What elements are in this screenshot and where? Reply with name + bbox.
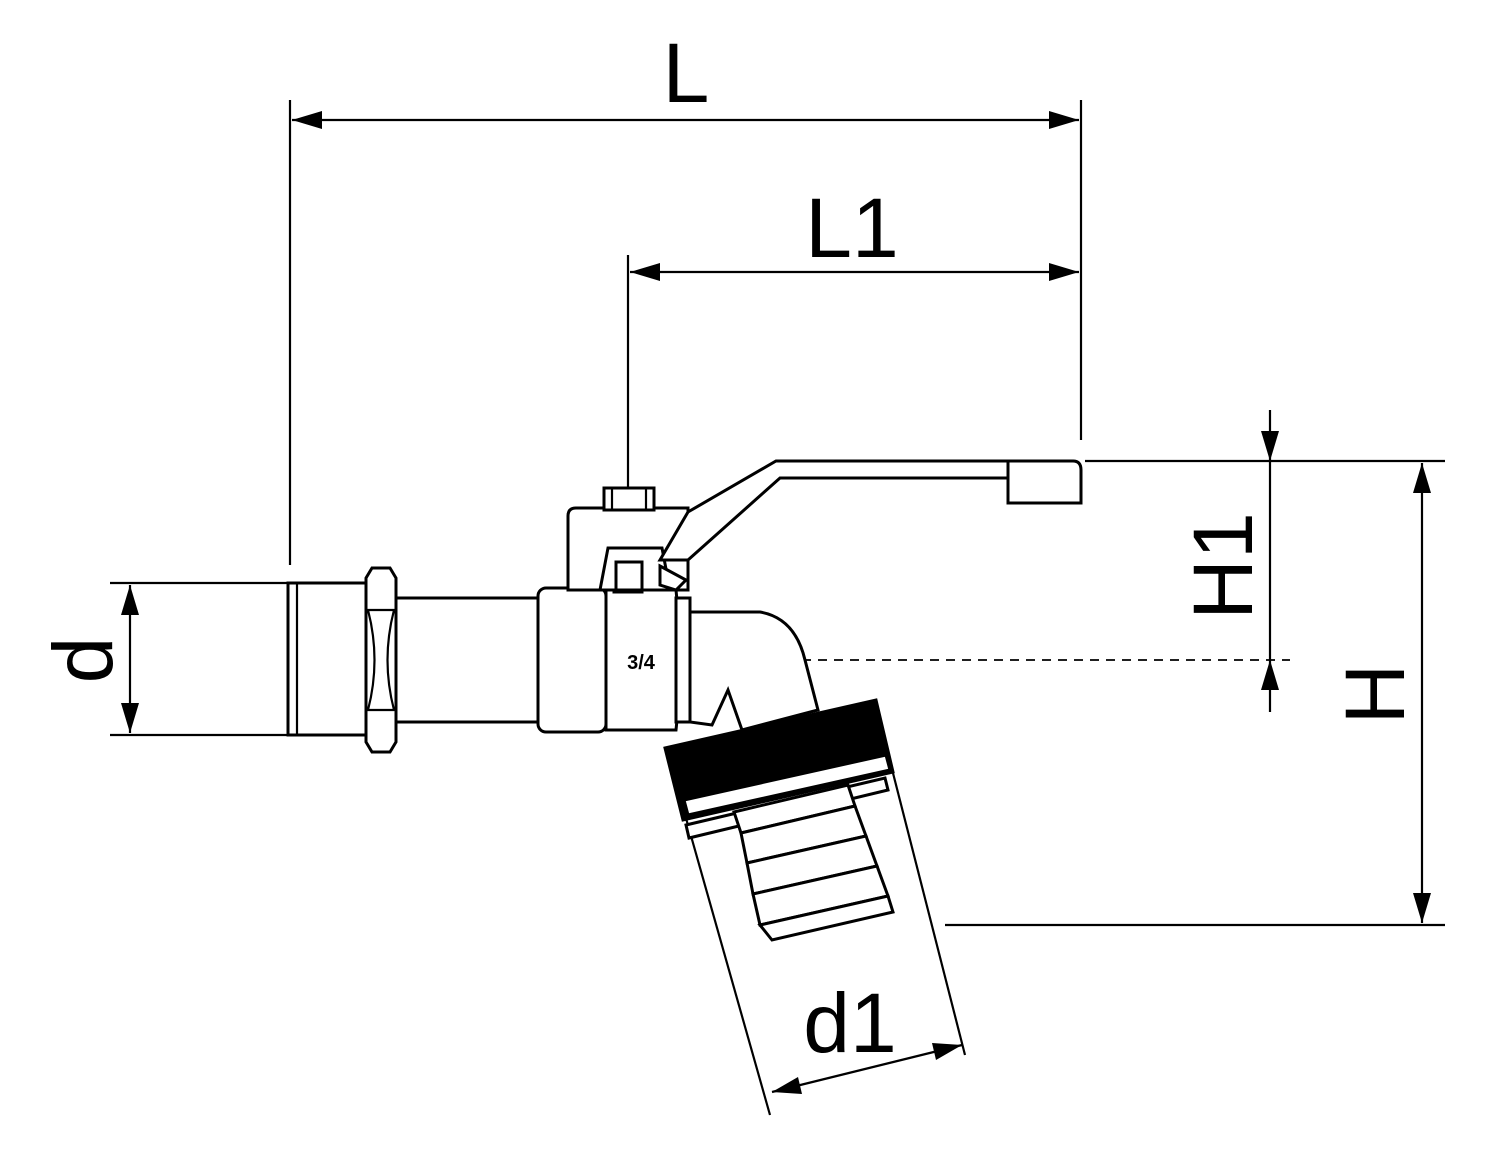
hex-nut xyxy=(364,566,398,754)
dimension-H1: H1 xyxy=(1085,410,1445,712)
dimension-L: L xyxy=(288,26,1083,565)
lever-handle xyxy=(657,459,1083,592)
label-d: d xyxy=(36,637,130,684)
dimension-d1: d1 xyxy=(676,729,967,1116)
outlet-elbow xyxy=(688,610,820,732)
hose-barb xyxy=(732,783,895,942)
dimension-d: d xyxy=(36,581,288,737)
tail-piece xyxy=(394,596,540,724)
label-H: H xyxy=(1328,664,1422,725)
label-H1: H1 xyxy=(1176,512,1270,619)
valve-body: 3/4 xyxy=(536,586,692,734)
male-threaded-end xyxy=(286,581,368,737)
size-mark: 3/4 xyxy=(627,652,656,674)
valve-bonnet xyxy=(566,486,690,594)
label-L: L xyxy=(663,26,710,120)
label-d1: d1 xyxy=(803,976,896,1070)
dimension-L1: L1 xyxy=(626,181,1079,545)
label-L1: L1 xyxy=(805,181,898,275)
dimension-H: H xyxy=(945,463,1445,927)
